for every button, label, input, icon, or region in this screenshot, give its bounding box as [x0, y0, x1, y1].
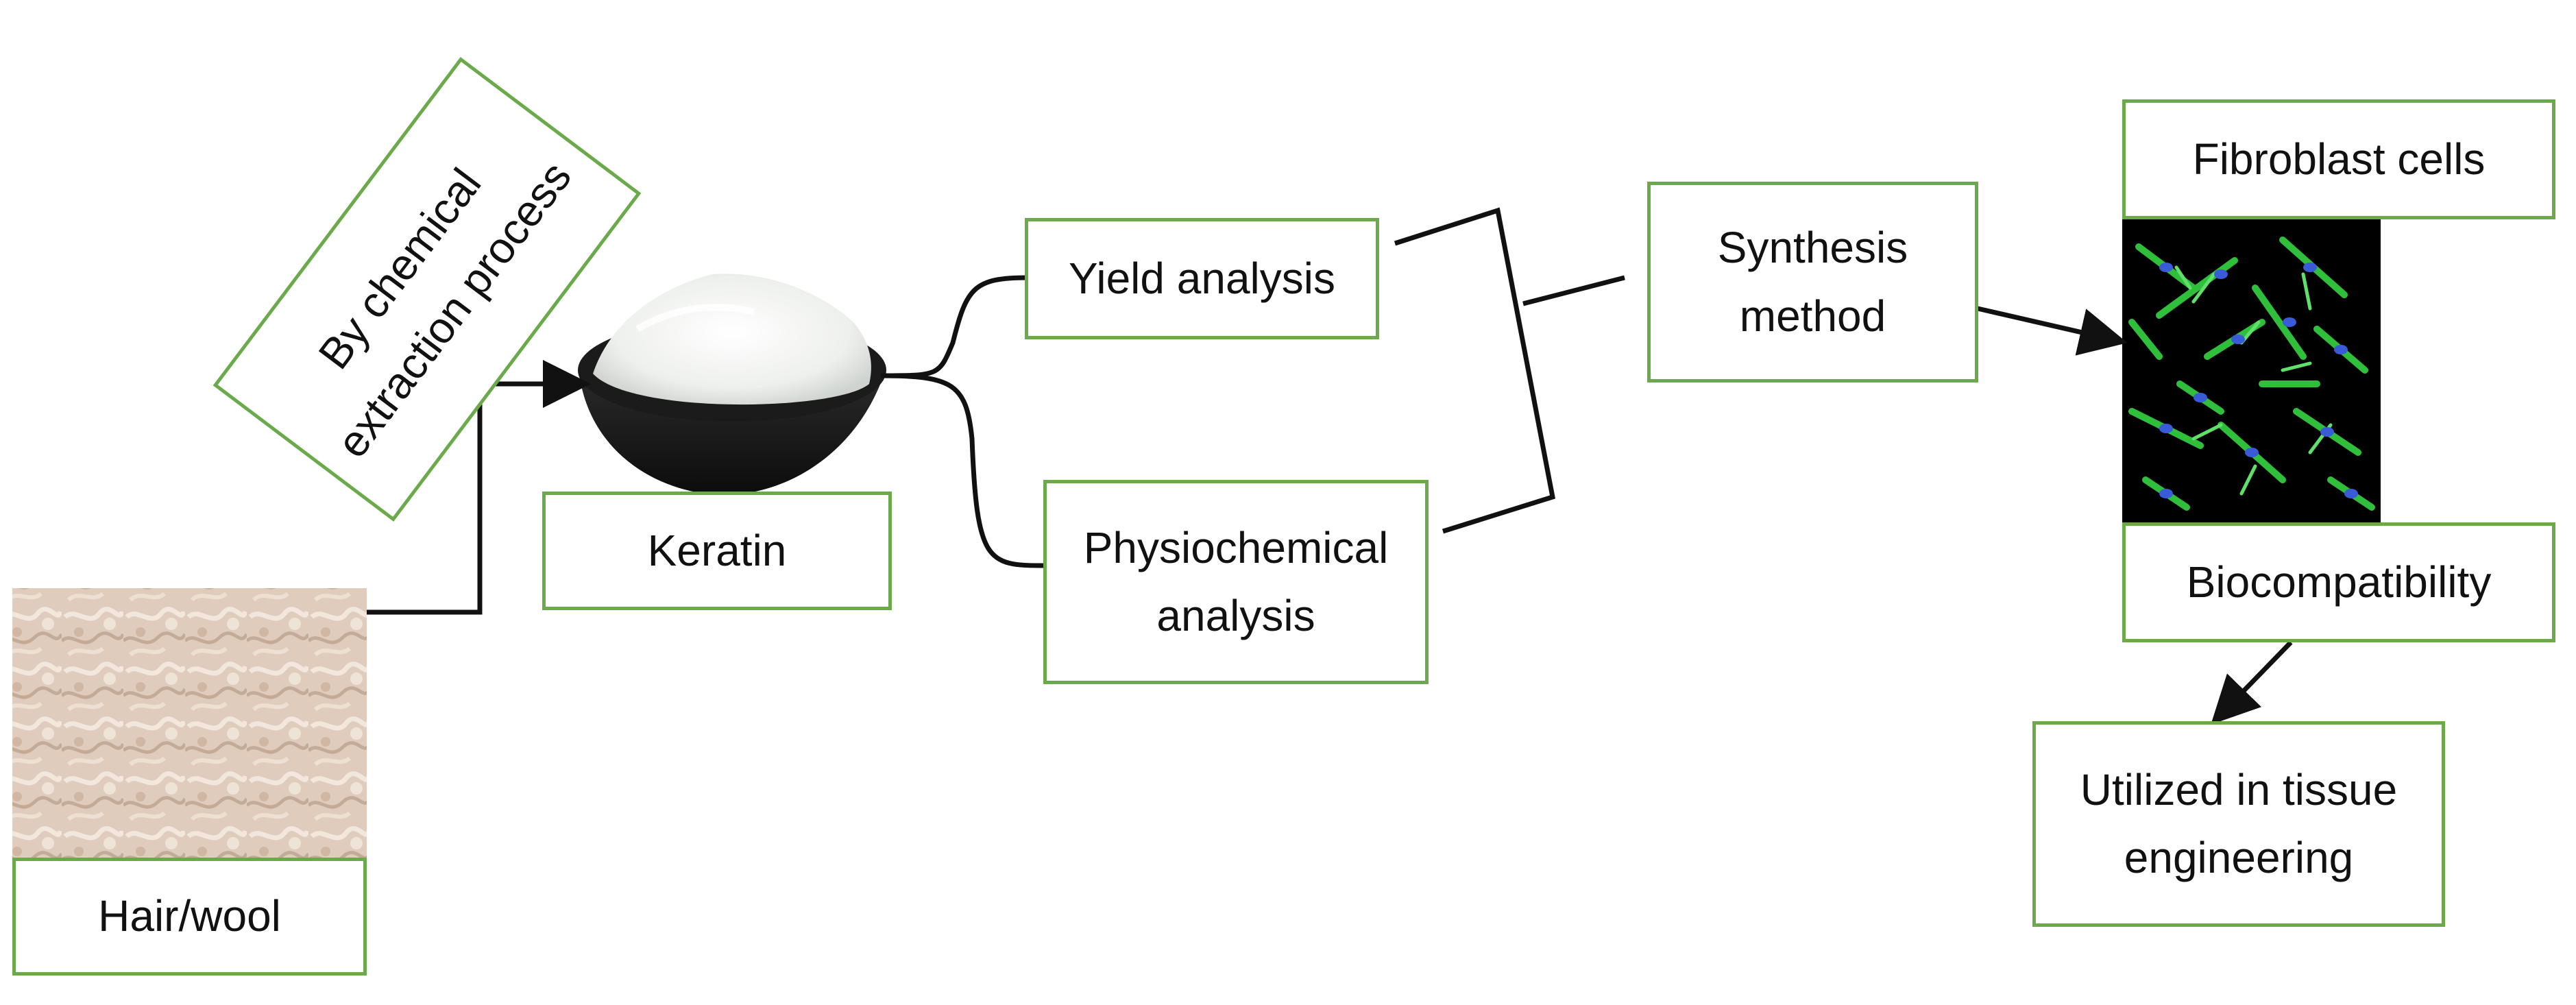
fibroblast-cells-box: Fibroblast cells	[2122, 99, 2555, 219]
connector-keratin-to-physio	[880, 373, 1044, 568]
fibroblast-micrograph	[2122, 219, 2381, 522]
hair-wool-box: Hair/wool	[12, 858, 367, 976]
keratin-bowl-image	[578, 274, 886, 495]
physiochemical-analysis-box: Physiochemical analysis	[1043, 480, 1429, 684]
yield-analysis-box: Yield analysis	[1025, 218, 1379, 339]
keratin-box: Keratin	[542, 492, 892, 610]
connector-hair-to-keratin	[367, 360, 591, 615]
hair-wool-image	[12, 588, 367, 858]
connector-keratin-to-yield	[880, 275, 1029, 378]
connector-analyses-bracket	[1394, 207, 1556, 534]
connector-synthesis-to-fibroblast	[1977, 306, 2128, 356]
connector-bracket-to-synthesis	[1522, 275, 1625, 306]
tissue-engineering-box: Utilized in tissue engineering	[2032, 721, 2445, 927]
connector-bio-to-tissue	[2211, 640, 2293, 725]
synthesis-method-box: Synthesis method	[1647, 182, 1978, 383]
biocompatibility-box: Biocompatibility	[2122, 522, 2555, 642]
